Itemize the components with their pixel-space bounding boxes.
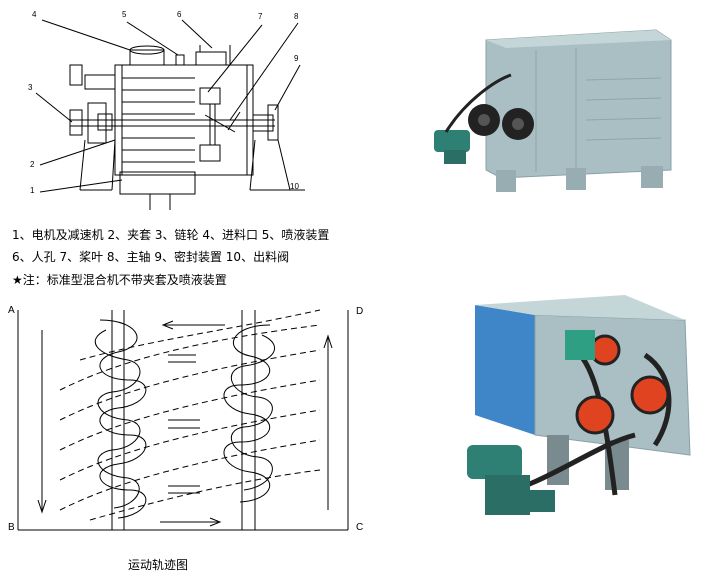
legend-line-2: 6、人孔 7、桨叶 8、主轴 9、密封装置 10、出料阀 <box>12 250 290 264</box>
mixer-photo-grey <box>434 29 672 192</box>
callout-9: 9 <box>294 54 299 63</box>
motion-caption: 运动轨迹图 <box>128 558 189 572</box>
corner-label-d: D <box>356 306 364 317</box>
callout-6: 6 <box>177 10 182 19</box>
legend-line-1: 1、电机及减速机 2、夹套 3、链轮 4、进料口 5、喷液装置 <box>12 228 330 242</box>
callout-5: 5 <box>122 10 127 19</box>
callout-2: 2 <box>30 160 35 169</box>
mixer-schematic <box>35 19 305 210</box>
corner-label-b: B <box>8 522 15 533</box>
callout-10: 10 <box>290 182 299 191</box>
motion-trajectory-diagram <box>17 309 349 531</box>
corner-label-c: C <box>356 522 364 533</box>
callout-1: 1 <box>30 186 35 195</box>
callout-8: 8 <box>294 12 299 21</box>
callout-7: 7 <box>258 12 263 21</box>
mixer-photo-blue <box>467 295 691 515</box>
legend-note: ★注：标准型混合机不带夹套及喷液装置 <box>12 273 227 287</box>
corner-label-a: A <box>8 305 15 316</box>
callout-4: 4 <box>32 10 37 19</box>
callout-3: 3 <box>28 83 33 92</box>
